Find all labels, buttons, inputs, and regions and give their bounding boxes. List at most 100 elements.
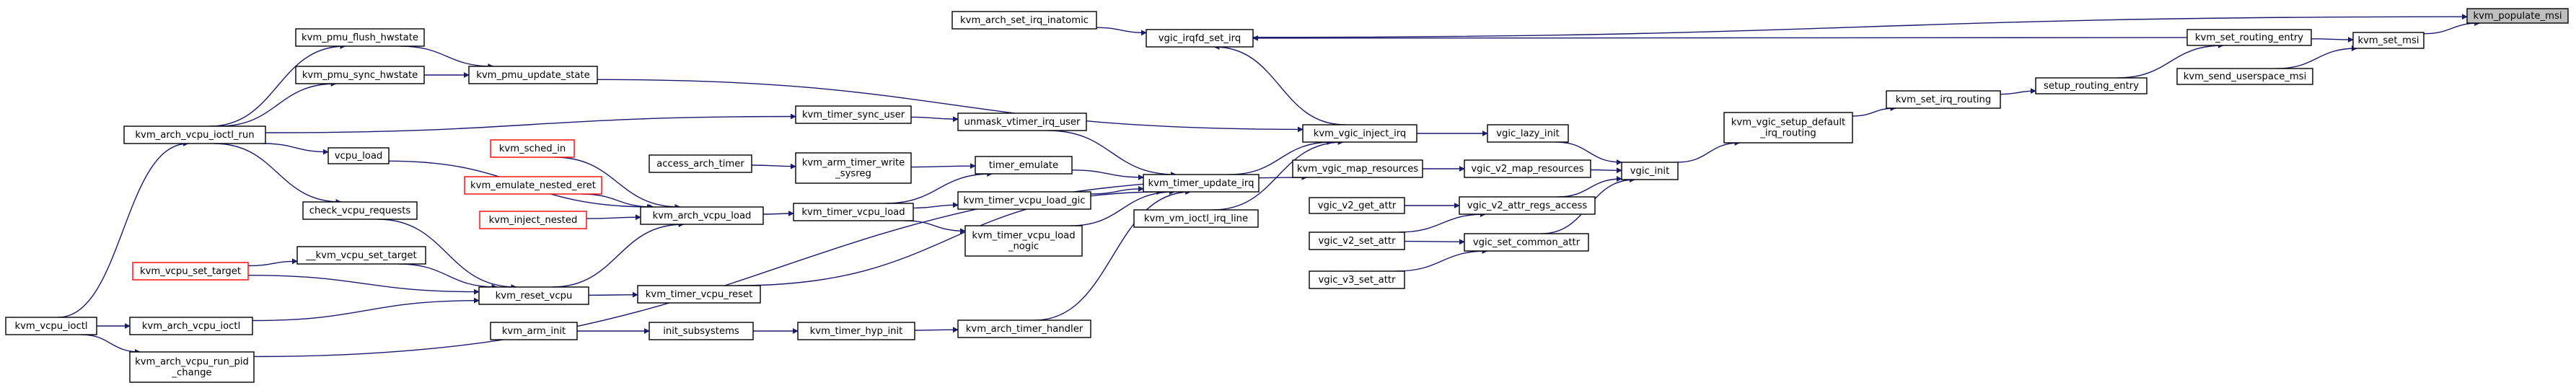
- edge-kvm-vcpu-set-target-to-kvm-reset-vcpu: [247, 275, 480, 295]
- node-label: timer_emulate: [989, 160, 1058, 171]
- node-box: [1886, 90, 2001, 109]
- node-kvm-timer-hyp-init[interactable]: kvm_timer_hyp_init: [797, 322, 915, 340]
- node-setup-routing-entry[interactable]: setup_routing_entry: [2035, 77, 2148, 94]
- node-kvm-reset-vcpu[interactable]: kvm_reset_vcpu: [478, 286, 589, 305]
- node-kvm-vcpu-ioctl[interactable]: kvm_vcpu_ioctl: [5, 317, 97, 335]
- node-vgic-v3-set-attr[interactable]: vgic_v3_set_attr: [1309, 270, 1405, 289]
- node-vgic-irqfd-set-irq[interactable]: vgic_irqfd_set_irq: [1146, 29, 1254, 48]
- node-kvm-timer-sync-user[interactable]: kvm_timer_sync_user: [795, 105, 912, 124]
- node-box: [649, 154, 752, 173]
- node-kvm-vcpu-set-target[interactable]: __kvm_vcpu_set_target: [296, 246, 426, 265]
- node-box: [975, 156, 1073, 175]
- node-label: kvm_arch_vcpu_ioctl: [142, 321, 241, 332]
- node-kvm-timer-vcpu-load[interactable]: kvm_timer_vcpu_load: [793, 203, 914, 221]
- edge-vgic-init-to-kvm-vgic-setup-default-irq-routing: [1677, 140, 1741, 163]
- node-kvm-pmu-update-state[interactable]: kvm_pmu_update_state: [468, 66, 598, 84]
- node-vgic-v2-map-resources[interactable]: vgic_v2_map_resources: [1464, 159, 1591, 178]
- node-kvm-arm-timer-write-sysreg[interactable]: kvm_arm_timer_write_sysreg: [795, 152, 912, 184]
- edge-vgic-lazy-init-to-vgic-init: [1555, 141, 1622, 165]
- node-label: kvm_vcpu_set_target: [140, 266, 241, 277]
- node-label: kvm_vgic_inject_irq: [1314, 128, 1407, 139]
- node-kvm-send-userspace-msi[interactable]: kvm_send_userspace_msi: [2176, 68, 2313, 85]
- node-vgic-init[interactable]: vgic_init: [1621, 162, 1679, 180]
- edge-timer-emulate-to-kvm-timer-update-irq: [1071, 169, 1144, 180]
- node-box: [479, 211, 587, 229]
- node-kvm-pmu-flush-hwstate[interactable]: kvm_pmu_flush_hwstate: [295, 28, 425, 47]
- node-kvm-arm-init[interactable]: kvm_arm_init: [490, 322, 578, 340]
- node-label: kvm_timer_vcpu_reset: [646, 289, 752, 300]
- node-box: [129, 317, 253, 335]
- edge-kvm-arch-vcpu-run-pid-change-to-kvm-vgic-map-resources: [253, 175, 1308, 358]
- node-kvm-inject-nested[interactable]: kvm_inject_nested: [479, 211, 587, 229]
- node-label: vgic_v2_get_attr: [1318, 200, 1397, 211]
- node-box: [123, 125, 266, 144]
- node-kvm-arch-timer-handler[interactable]: kvm_arch_timer_handler: [957, 319, 1091, 338]
- node-vgic-v2-set-attr[interactable]: vgic_v2_set_attr: [1309, 232, 1405, 250]
- node-label: kvm_populate_msi: [2473, 11, 2562, 22]
- node-box: [468, 66, 598, 84]
- node-box: [1464, 159, 1591, 178]
- node-kvm-timer-vcpu-load-gic[interactable]: kvm_timer_vcpu_load_gic: [957, 191, 1091, 210]
- node-kvm-arch-set-irq-inatomic[interactable]: kvm_arch_set_irq_inatomic: [951, 11, 1097, 30]
- node-box: [2186, 29, 2312, 46]
- node-label: _change: [171, 368, 211, 379]
- node-kvm-timer-vcpu-load-nogic[interactable]: kvm_timer_vcpu_load_nogic: [964, 225, 1083, 257]
- node-kvm-vgic-setup-default-irq-routing[interactable]: kvm_vgic_setup_default_irq_routing: [1723, 112, 1853, 144]
- node-box: [951, 11, 1097, 30]
- node-label: vgic_set_common_attr: [1473, 237, 1581, 248]
- node-vgic-set-common-attr[interactable]: vgic_set_common_attr: [1464, 233, 1589, 252]
- node-label: vgic_v2_map_resources: [1471, 164, 1583, 175]
- node-label: kvm_arm_timer_write: [802, 158, 905, 169]
- node-timer-emulate[interactable]: timer_emulate: [975, 156, 1073, 175]
- node-label: check_vcpu_requests: [309, 206, 411, 216]
- node-label: kvm_timer_sync_user: [802, 110, 905, 120]
- node-vgic-v2-get-attr[interactable]: vgic_v2_get_attr: [1309, 197, 1405, 214]
- node-check-vcpu-requests[interactable]: check_vcpu_requests: [302, 201, 418, 220]
- node-init-subsystems[interactable]: init_subsystems: [649, 322, 754, 340]
- node-label: vgic_irqfd_set_irq: [1159, 33, 1241, 44]
- node-kvm-timer-vcpu-reset[interactable]: kvm_timer_vcpu_reset: [637, 285, 761, 304]
- node-kvm-populate-msi[interactable]: kvm_populate_msi: [2466, 8, 2569, 24]
- edge-kvm-arch-vcpu-ioctl-run-to-check-vcpu-requests: [214, 143, 342, 205]
- node-label: vgic_init: [1630, 166, 1670, 177]
- node-box: [478, 286, 589, 305]
- node-kvm-set-irq-routing[interactable]: kvm_set_irq_routing: [1886, 90, 2001, 109]
- node-kvm-arch-vcpu-ioctl[interactable]: kvm_arch_vcpu_ioctl: [129, 317, 253, 335]
- node-kvm-vm-ioctl-irq-line[interactable]: kvm_vm_ioctl_irq_line: [1133, 209, 1259, 228]
- node-kvm-set-msi[interactable]: kvm_set_msi: [2352, 32, 2425, 49]
- node-label: kvm_sched_in: [499, 144, 566, 154]
- node-label: kvm_arch_vcpu_run_pid: [135, 357, 249, 368]
- node-kvm-vgic-inject-irq[interactable]: kvm_vgic_inject_irq: [1302, 124, 1417, 143]
- node-vgic-lazy-init[interactable]: vgic_lazy_init: [1487, 124, 1569, 143]
- node-kvm-vgic-map-resources[interactable]: kvm_vgic_map_resources: [1292, 159, 1423, 178]
- node-box: [795, 105, 912, 124]
- node-kvm-set-routing-entry[interactable]: kvm_set_routing_entry: [2186, 29, 2312, 46]
- node-box: [1309, 197, 1405, 214]
- edge-kvm-arch-vcpu-ioctl-run-to-kvm-pmu-flush-hwstate: [209, 43, 346, 127]
- node-label: vgic_v2_set_attr: [1318, 236, 1396, 247]
- node-unmask-vtimer-irq-user[interactable]: unmask_vtimer_irq_user: [957, 113, 1087, 131]
- node-box: [649, 322, 754, 340]
- node-box: [296, 246, 426, 265]
- node-kvm-arch-vcpu-load[interactable]: kvm_arch_vcpu_load: [640, 206, 764, 225]
- node-box: [957, 319, 1091, 338]
- node-kvm-timer-update-irq[interactable]: kvm_timer_update_irq: [1143, 174, 1260, 193]
- edge-kvm-reset-vcpu-to-kvm-arch-vcpu-load: [552, 221, 685, 288]
- node-vgic-v2-attr-regs-access[interactable]: vgic_v2_attr_regs_access: [1459, 196, 1596, 215]
- node-kvm-vcpu-set-target[interactable]: kvm_vcpu_set_target: [132, 262, 249, 281]
- node-label: _nogic: [1008, 242, 1039, 252]
- node-box: [1143, 174, 1260, 193]
- node-kvm-sched-in[interactable]: kvm_sched_in: [490, 139, 575, 158]
- node-kvm-pmu-sync-hwstate[interactable]: kvm_pmu_sync_hwstate: [295, 66, 425, 84]
- edge-kvm-arch-vcpu-ioctl-run-to-vcpu-load: [262, 143, 329, 155]
- node-box: [490, 139, 575, 158]
- edge-kvm-inject-nested-to-kvm-arch-vcpu-load: [586, 214, 641, 221]
- edge-kvm-arch-set-irq-inatomic-to-vgic-irqfd-set-irq: [1096, 27, 1147, 36]
- node-access-arch-timer[interactable]: access_arch_timer: [649, 154, 752, 173]
- node-kvm-arch-vcpu-ioctl-run[interactable]: kvm_arch_vcpu_ioctl_run: [123, 125, 266, 144]
- edge-vgic-v2-attr-regs-access-to-vgic-init: [1557, 176, 1622, 198]
- node-kvm-arch-vcpu-run-pid-change[interactable]: kvm_arch_vcpu_run_pid_change: [129, 351, 255, 383]
- node-vcpu-load[interactable]: vcpu_load: [328, 147, 390, 164]
- node-kvm-emulate-nested-eret[interactable]: kvm_emulate_nested_eret: [464, 176, 602, 195]
